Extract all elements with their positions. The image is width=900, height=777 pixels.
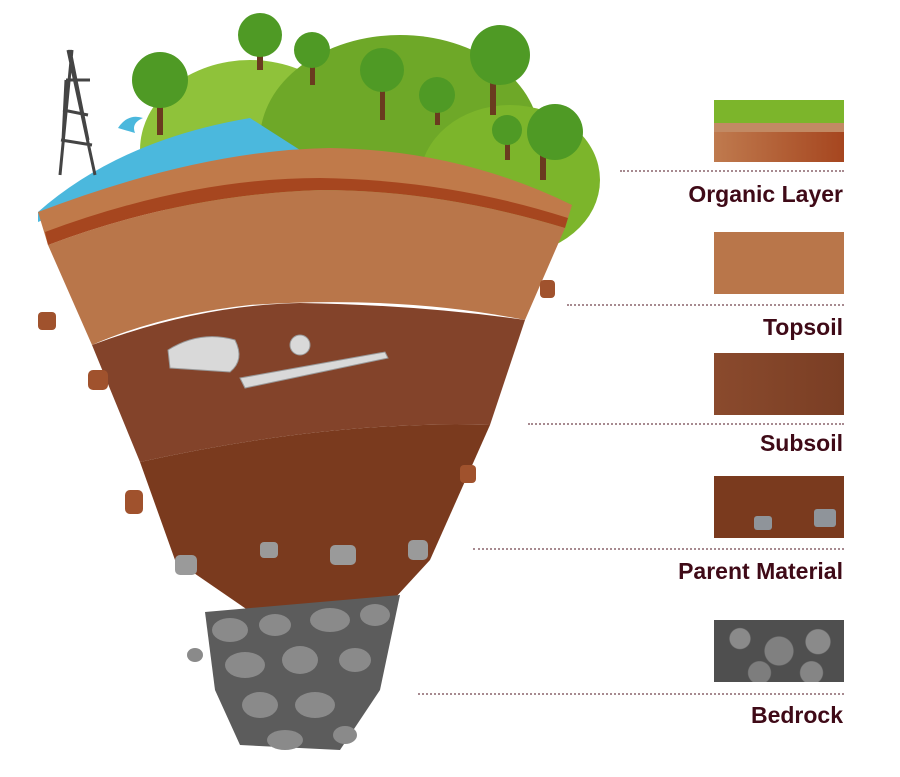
label-subsoil: Subsoil: [759, 430, 843, 456]
oil-derrick-icon: [58, 49, 97, 176]
swatch-subsoil: [714, 353, 844, 415]
swatch-parent-material: [714, 476, 844, 538]
label-bedrock: Bedrock: [750, 702, 843, 728]
swatch-bedrock: [714, 620, 844, 682]
swatch-organic-layer: [714, 100, 844, 162]
organic-layer-band: [38, 148, 572, 245]
divider: [418, 693, 844, 695]
water-splash: [118, 116, 143, 133]
parent-material-rocks: [175, 540, 428, 575]
divider: [473, 548, 844, 550]
trees: [132, 13, 583, 180]
fossil-dinosaur-skull: [167, 334, 389, 389]
topsoil-layer: [48, 190, 565, 345]
divider: [620, 170, 844, 172]
label-topsoil: Topsoil: [762, 314, 843, 340]
debris-chunks: [38, 280, 555, 514]
divider: [567, 304, 844, 306]
parent-material-layer: [140, 424, 490, 615]
label-organic-layer: Organic Layer: [688, 181, 843, 207]
divider: [528, 423, 844, 425]
swatch-topsoil: [714, 232, 844, 294]
label-parent-material: Parent Material: [678, 558, 843, 584]
bedrock-stones: [187, 604, 390, 750]
